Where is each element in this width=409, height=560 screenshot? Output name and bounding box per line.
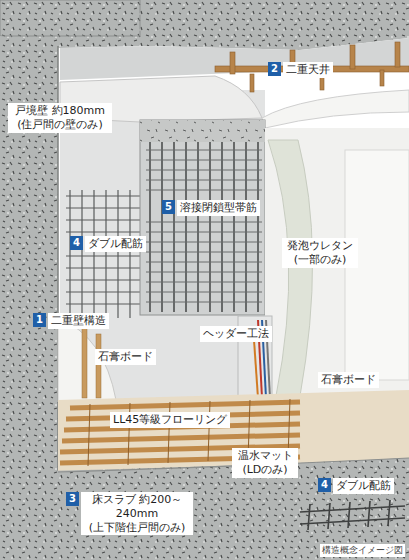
callout-number: 4 xyxy=(318,478,331,492)
callout-number: 4 xyxy=(70,236,83,250)
part-label: 発泡ウレタン (一部のみ) xyxy=(282,238,358,268)
part-label: ダブル配筋 xyxy=(333,478,394,494)
part-label: ダブル配筋 xyxy=(85,236,146,252)
caption: 構造概念イメージ図 xyxy=(320,544,405,557)
part-label: 石膏ボード xyxy=(95,349,156,365)
part-label: 床スラブ 約200～240mm (上下階住戸間のみ) xyxy=(81,492,193,535)
part-label: 二重壁構造 xyxy=(48,313,109,329)
part-label: 二重天井 xyxy=(283,62,333,78)
callout-number: 1 xyxy=(33,313,46,327)
callout-number: 3 xyxy=(66,492,79,506)
part-label: 溶接閉鎖型帯筋 xyxy=(177,200,260,216)
part-label: 戸境壁 約180mm (住戸間の壁のみ) xyxy=(8,103,112,133)
callout-number: 2 xyxy=(268,62,281,76)
part-label: LL45等級フローリング xyxy=(110,412,230,428)
part-label: 温水マット (LDのみ) xyxy=(232,448,298,478)
part-label: ヘッダー工法 xyxy=(200,326,272,342)
part-label: 石膏ボード xyxy=(318,372,379,388)
callout-number: 5 xyxy=(162,200,175,214)
